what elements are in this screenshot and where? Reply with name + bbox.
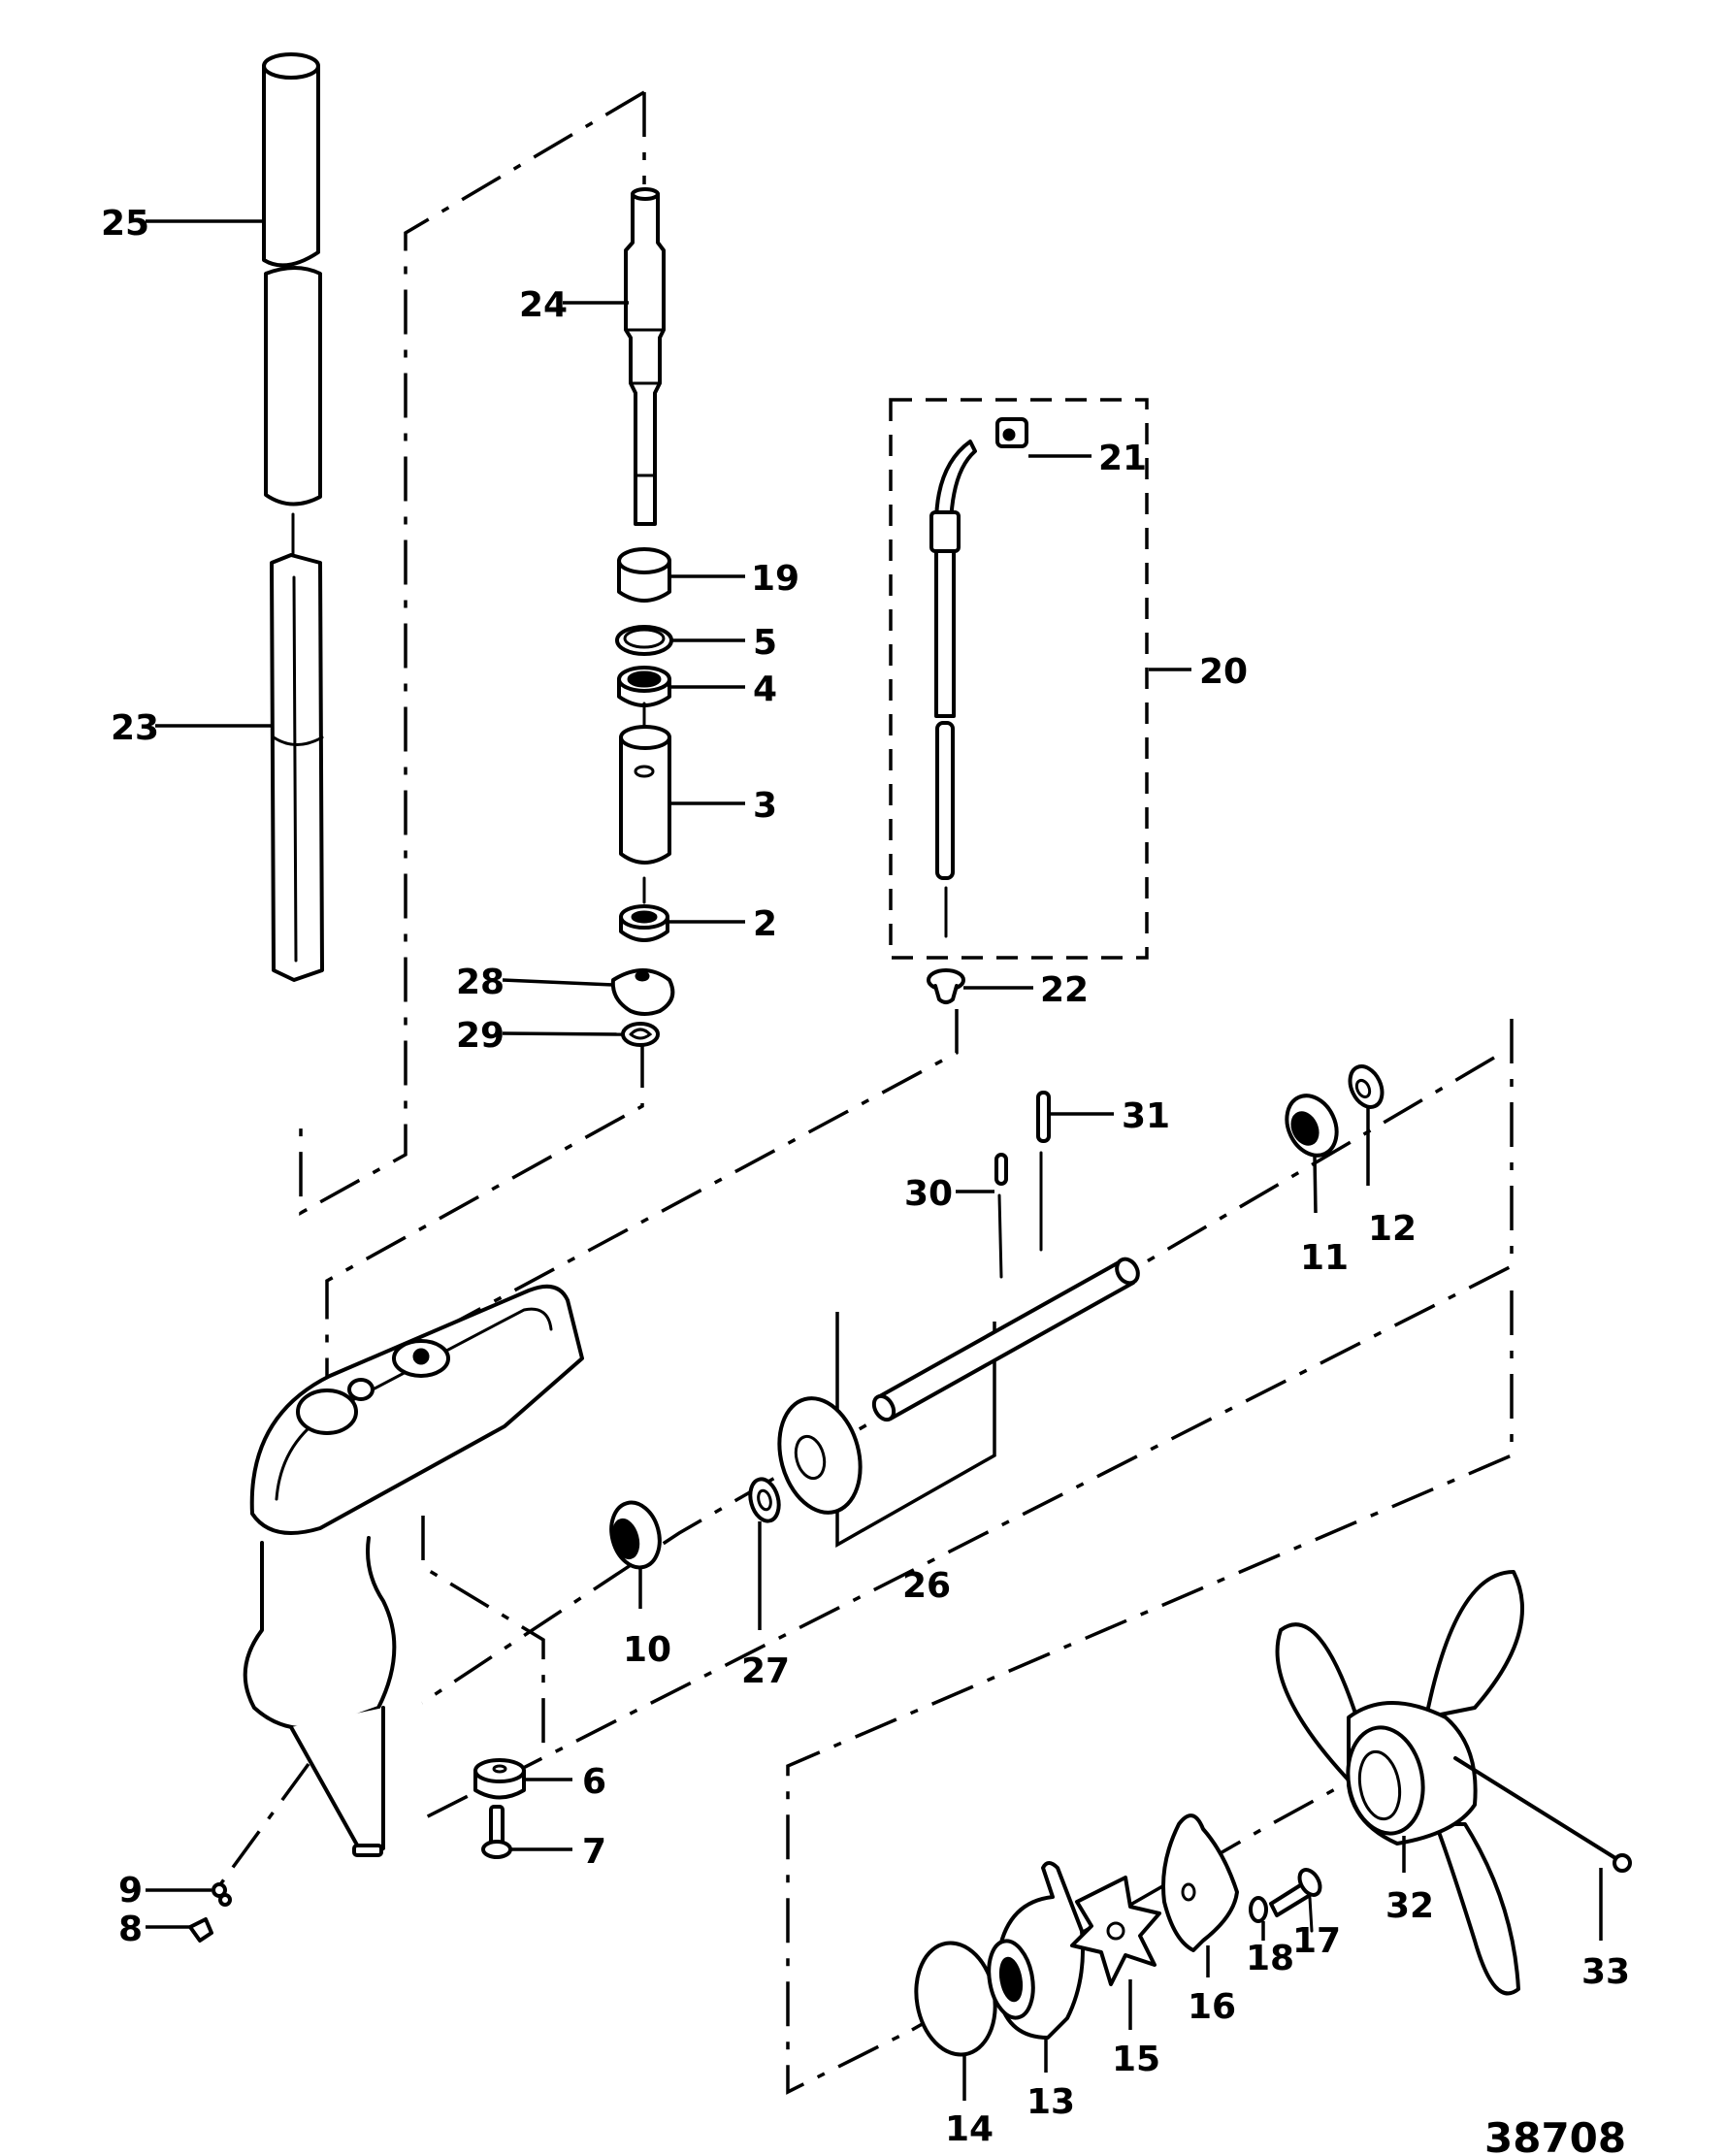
callout-19[interactable]: 19	[751, 559, 799, 599]
callout-2[interactable]: 2	[753, 904, 777, 944]
phantom-line-prop-shaft-axis	[421, 1056, 1495, 1705]
callout-22[interactable]: 22	[1040, 970, 1089, 1010]
part-13-water-pump-base[interactable]	[983, 1861, 1085, 2040]
part-3-spacer-sleeve[interactable]	[619, 702, 671, 865]
callout-30[interactable]: 30	[904, 1174, 953, 1214]
part-31-pin-long[interactable]	[1036, 1091, 1051, 1252]
assembly-lines	[216, 90, 1514, 2095]
callout-17[interactable]: 17	[1292, 1921, 1341, 1961]
part-9-sealing-washer[interactable]	[212, 1882, 232, 1907]
callout-5[interactable]: 5	[753, 623, 777, 663]
callout-25[interactable]: 25	[101, 204, 149, 244]
callout-15[interactable]: 15	[1112, 2040, 1160, 2079]
callout-26[interactable]: 26	[902, 1566, 951, 1606]
part-22-seal[interactable]	[927, 968, 965, 1004]
part-4-upper-bearing[interactable]	[617, 666, 671, 707]
part-5-retaining-ring[interactable]	[615, 625, 673, 656]
part-11-bearing[interactable]	[1278, 1088, 1347, 1163]
callout-23[interactable]: 23	[111, 708, 159, 748]
callout-6[interactable]: 6	[582, 1762, 606, 1802]
part-12-oil-seal[interactable]	[1344, 1062, 1388, 1113]
callout-29[interactable]: 29	[456, 1016, 505, 1056]
phantom-line-pinion-to-housing	[325, 1043, 644, 1424]
callout-31[interactable]: 31	[1122, 1096, 1170, 1136]
callout-21[interactable]: 21	[1098, 439, 1147, 478]
part-8-drain-screw[interactable]	[188, 1917, 213, 1943]
callout-28[interactable]: 28	[456, 963, 505, 1002]
callout-27[interactable]: 27	[741, 1651, 790, 1691]
callout-leaders	[146, 219, 1603, 2101]
part-27-thrust-washer[interactable]	[746, 1476, 783, 1524]
part-28-pinion-gear[interactable]	[610, 968, 675, 1016]
callout-18[interactable]: 18	[1246, 1939, 1294, 1978]
callout-4[interactable]: 4	[753, 670, 777, 709]
part-19-bushing[interactable]	[617, 547, 671, 603]
part-17-screw[interactable]	[1269, 1866, 1324, 1933]
part-6-rubber-mount[interactable]	[473, 1758, 526, 1800]
callout-14[interactable]: 14	[945, 2109, 994, 2149]
callout-10[interactable]: 10	[623, 1630, 671, 1670]
figure-number: 38708	[1484, 2114, 1626, 2156]
callout-24[interactable]: 24	[519, 285, 568, 325]
phantom-line-drain	[216, 1762, 310, 1889]
part-33-cotter-pin[interactable]	[1453, 1756, 1632, 1873]
part-26-propeller-shaft[interactable]	[870, 1256, 1142, 1423]
phantom-line-water-pump	[786, 1290, 1514, 2095]
callout-7[interactable]: 7	[582, 1832, 606, 1872]
gear-housing[interactable]	[243, 1284, 584, 1857]
callout-13[interactable]: 13	[1026, 2082, 1075, 2122]
part-7-screw[interactable]	[481, 1805, 512, 1859]
part-23-lower-tube[interactable]	[270, 512, 324, 982]
part-2-lower-bearing[interactable]	[619, 876, 669, 942]
part-29-pinion-clip[interactable]	[621, 1022, 660, 1047]
callout-12[interactable]: 12	[1368, 1209, 1417, 1249]
phantom-line-driveshaft-bracket	[299, 90, 645, 1216]
callout-20[interactable]: 20	[1199, 652, 1248, 692]
part-26-gear[interactable]	[767, 1389, 872, 1522]
callout-16[interactable]: 16	[1188, 1987, 1236, 2027]
callout-3[interactable]: 3	[753, 786, 777, 826]
phantom-line-mount	[421, 1516, 545, 1747]
callout-32[interactable]: 32	[1385, 1886, 1434, 1926]
callout-9[interactable]: 9	[118, 1871, 143, 1911]
part-24-driveshaft[interactable]	[624, 187, 666, 526]
part-10-forward-bearing[interactable]	[604, 1497, 667, 1573]
callout-11[interactable]: 11	[1300, 1238, 1349, 1278]
part-32-propeller[interactable]	[1275, 1570, 1524, 1996]
callout-8[interactable]: 8	[118, 1910, 143, 1949]
phantom-line-gearcase-bracket	[421, 1019, 1514, 1821]
part-20-water-tube-assembly[interactable]	[889, 398, 1149, 960]
part-18-washer[interactable]	[1249, 1896, 1268, 1923]
callout-labels: 25 24 23 21 19 5 4 20 3 2 28 22 29 31 30…	[101, 204, 1630, 2156]
part-21-grommet[interactable]	[995, 417, 1028, 448]
part-16-water-pump-cover[interactable]	[1161, 1813, 1239, 1952]
part-30-pin-short[interactable]	[994, 1153, 1008, 1279]
part-25-upper-tube[interactable]	[262, 52, 322, 506]
callout-33[interactable]: 33	[1581, 1952, 1630, 1992]
part-15-impeller[interactable]	[1070, 1876, 1161, 1986]
